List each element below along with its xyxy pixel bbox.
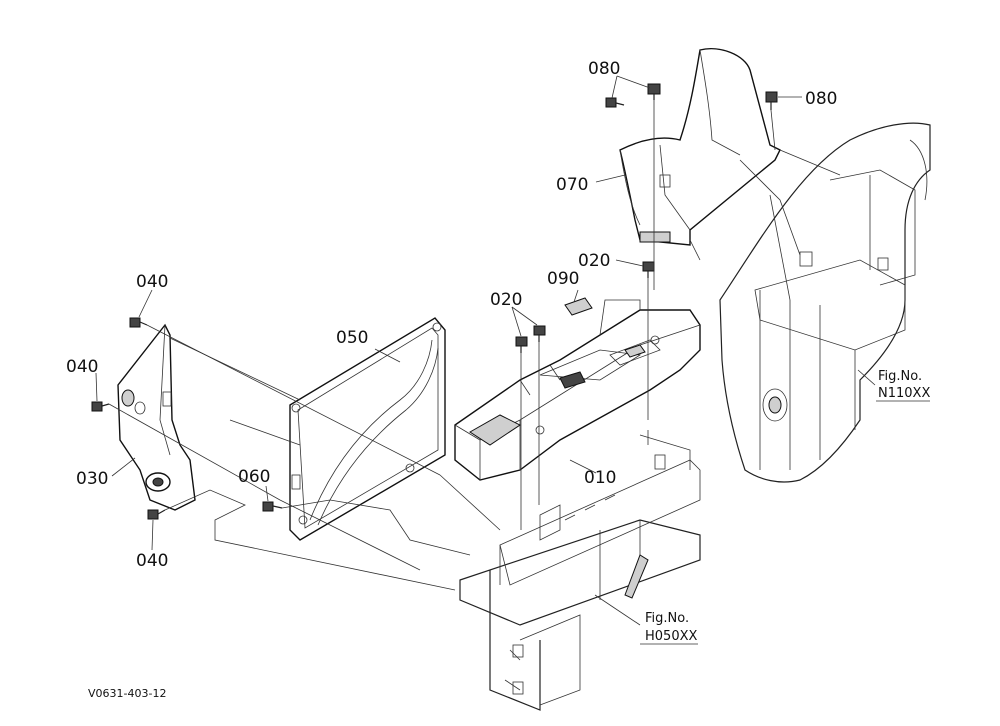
callout-040-a: 040 — [136, 272, 168, 292]
bolt-020-c — [533, 325, 546, 342]
callout-020-a: 020 — [578, 251, 610, 271]
reference-number: N110XX — [878, 386, 930, 401]
reference-label: Fig.No. — [645, 611, 689, 626]
bolt-040-c — [147, 509, 166, 520]
bolt-080-c — [765, 91, 778, 110]
callout-080-a: 080 — [588, 59, 620, 79]
drawing-code: V0631-403-12 — [88, 687, 166, 700]
chassis-frame — [719, 122, 931, 483]
bolt-080-b — [605, 97, 625, 108]
callout-060: 060 — [238, 467, 270, 487]
callout-050: 050 — [336, 328, 368, 348]
leader-lines — [95, 75, 876, 626]
bolts — [91, 83, 778, 520]
bolt-040-b — [91, 401, 110, 412]
callout-040-b: 040 — [66, 357, 98, 377]
bolt-080-a — [647, 83, 661, 100]
callout-030: 030 — [76, 469, 108, 489]
lower-frame — [459, 434, 701, 711]
callout-080-b: 080 — [805, 89, 837, 109]
bolt-020-a — [642, 261, 655, 278]
callout-090: 090 — [547, 269, 579, 289]
callout-040-c: 040 — [136, 551, 168, 571]
callout-labels: 080 080 070 020 090 020 050 040 040 030 … — [66, 59, 837, 571]
callout-070: 070 — [556, 175, 588, 195]
figure-reference-n110xx: Fig.No. N110XX — [876, 369, 930, 402]
bolt-020-b — [515, 336, 528, 353]
callout-020-b: 020 — [490, 290, 522, 310]
figure-reference-h050xx: Fig.No. H050XX — [640, 611, 698, 645]
part-090-pad — [564, 297, 593, 316]
part-050-panel — [289, 317, 446, 541]
reference-label: Fig.No. — [878, 369, 922, 384]
callout-010: 010 — [584, 468, 616, 488]
alignment-lines — [108, 100, 841, 591]
part-030-side-panel — [117, 323, 196, 511]
reference-number: H050XX — [645, 629, 697, 644]
part-070-cover — [619, 48, 781, 246]
bolt-060 — [262, 501, 283, 512]
bolt-040-a — [129, 317, 148, 328]
part-010-console — [454, 299, 701, 481]
